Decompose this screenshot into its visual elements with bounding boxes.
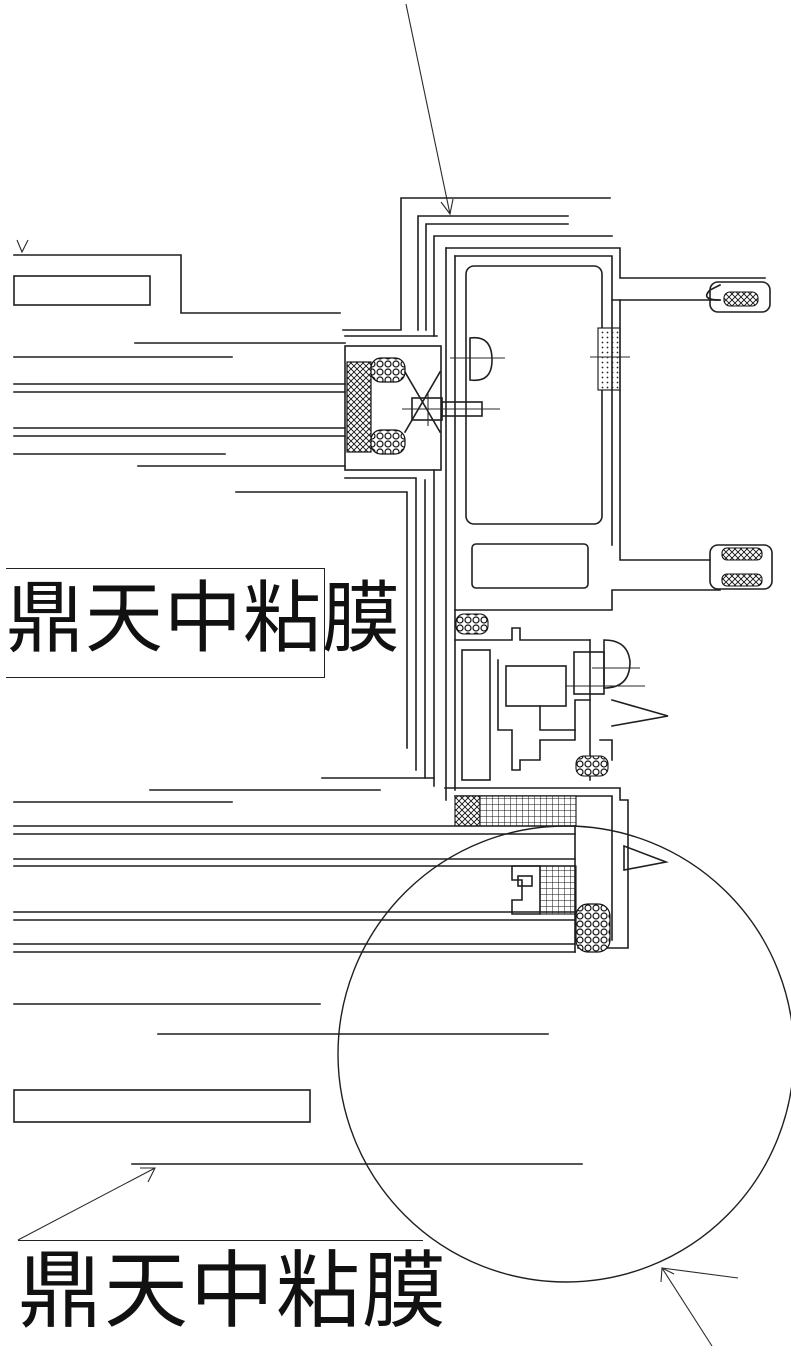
insulation-block bbox=[454, 795, 669, 953]
mullion-profile bbox=[445, 247, 773, 801]
film-label-lower: 鼎天中粘膜 bbox=[18, 1240, 446, 1345]
lower-slab-lines bbox=[13, 1003, 583, 1165]
glass-panel-lines bbox=[13, 789, 576, 953]
detail-circle bbox=[337, 825, 791, 1283]
film-label-upper: 鼎天中粘膜 bbox=[6, 568, 400, 678]
glazing-clamp bbox=[344, 345, 500, 471]
leader-top bbox=[405, 3, 454, 216]
leader-lower-left bbox=[17, 1167, 156, 1241]
mullion-side-lines bbox=[235, 469, 435, 787]
leader-lower-right bbox=[660, 1267, 739, 1347]
flashing-lines bbox=[342, 197, 613, 337]
leader-top-left bbox=[16, 239, 29, 254]
sash-frame bbox=[444, 613, 669, 949]
upper-slab-lines bbox=[13, 254, 346, 467]
